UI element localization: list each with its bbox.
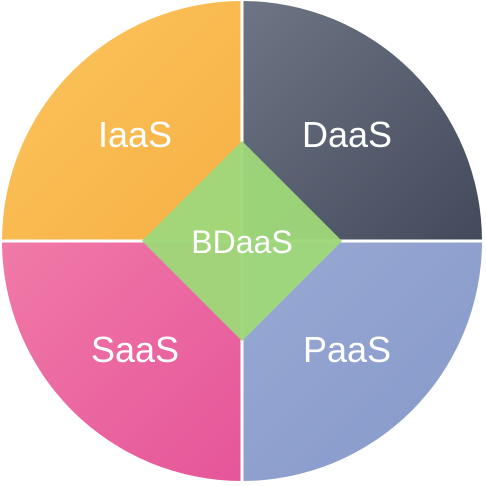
label-iaas: IaaS	[98, 114, 172, 155]
quadrant-daas	[242, 1, 482, 241]
quadrant-iaas	[2, 1, 242, 241]
label-paas: PaaS	[303, 329, 391, 370]
label-saas: SaaS	[91, 329, 179, 370]
quadrant-paas	[242, 241, 482, 481]
label-bdaas: BDaaS	[191, 224, 292, 260]
quadrant-saas	[2, 241, 242, 481]
center-diamond	[142, 141, 342, 341]
label-daas: DaaS	[302, 114, 392, 155]
